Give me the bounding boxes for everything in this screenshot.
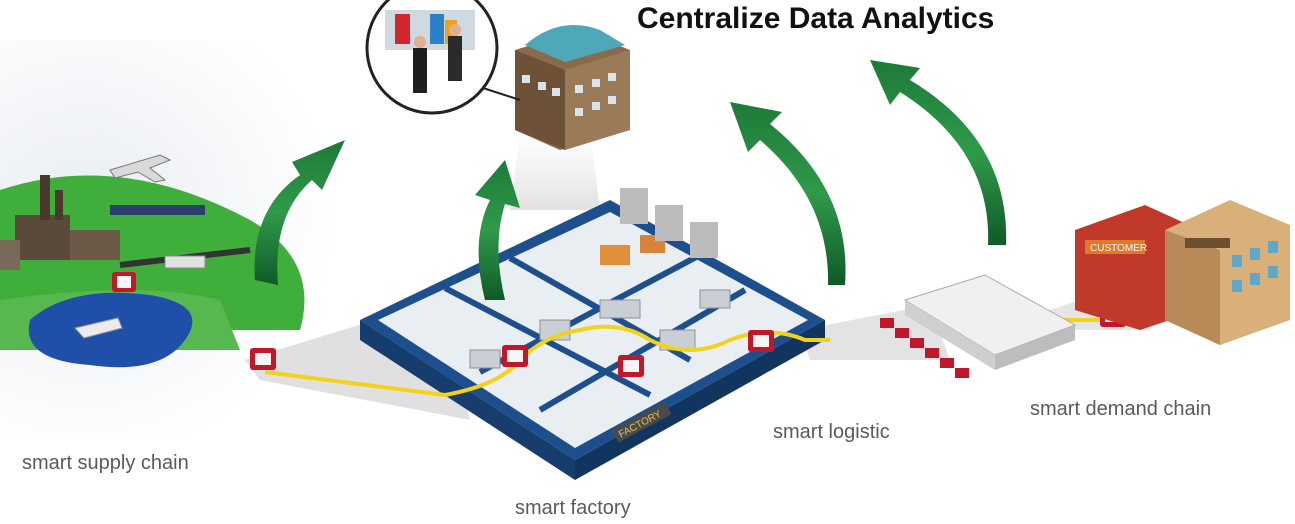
supply-factory-icon: [0, 175, 120, 270]
crates-icon: [600, 245, 630, 265]
label-smart-demand-chain: smart demand chain: [1030, 398, 1212, 420]
arrow-up-icon: [475, 160, 520, 300]
factory-floorplan: FACTORY: [360, 188, 825, 480]
train-icon: [110, 205, 205, 215]
analytics-building-icon: [515, 25, 630, 150]
airplane-icon: [109, 154, 172, 183]
meeting-callout-icon: [365, 0, 521, 115]
rfid-tag-icon: [618, 355, 644, 377]
arrow-up-icon: [870, 60, 1007, 245]
material-flow-path: [264, 324, 830, 398]
dock-trucks-icon: [620, 188, 718, 258]
truck-icon: [164, 255, 206, 269]
logistics-warehouse-icon: [880, 274, 1077, 378]
rfid-tag-icon: [748, 330, 774, 352]
label-smart-factory: smart factory: [515, 497, 631, 519]
rfid-tag-icon: [502, 345, 528, 367]
supply-chain-scene: [0, 154, 305, 368]
arrow-up-icon: [730, 102, 846, 285]
arrow-up-icon: [254, 140, 345, 285]
label-smart-supply-chain: smart supply chain: [22, 452, 189, 474]
rfid-tag-icon: [250, 348, 276, 370]
label-smart-logistic: smart logistic: [773, 421, 890, 443]
customer-stores-icon: CUSTOMER: [1075, 200, 1290, 345]
customer-sign-text: CUSTOMER: [1090, 243, 1147, 254]
data-flow-arrows: [254, 60, 1007, 300]
ship-icon: [74, 317, 123, 339]
rfid-tag-icon: [112, 272, 136, 292]
page-title: Centralize Data Analytics: [637, 2, 995, 35]
